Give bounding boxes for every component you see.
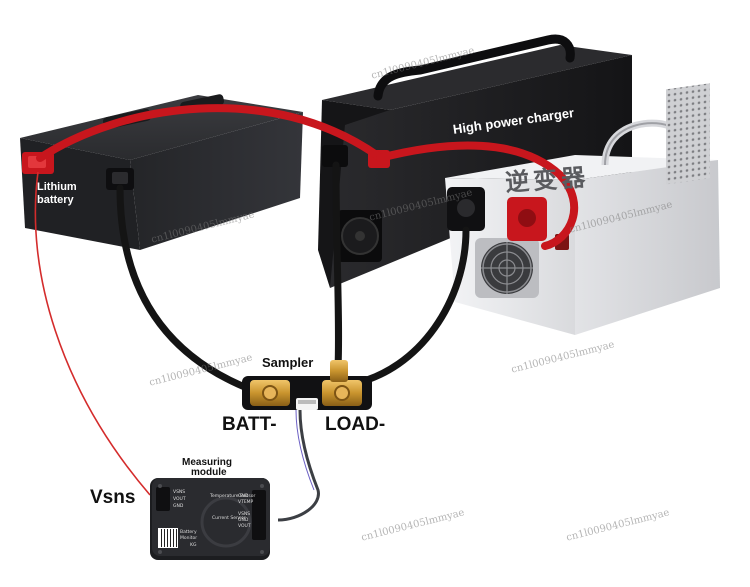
module-model-text: KG	[190, 543, 197, 548]
module-pin-vout-left: VOUT	[173, 497, 186, 502]
measuring-module	[150, 478, 270, 560]
module-pin-gnd-right-a: GND	[238, 494, 249, 499]
lithium-battery-label-line1: Lithium	[37, 181, 77, 193]
cables	[34, 104, 579, 522]
module-brand-line1: Battery	[180, 530, 197, 535]
module-pin-vsns-left: VSNS	[173, 490, 186, 495]
sampler-label: Sampler	[262, 355, 314, 370]
inverter-chinese-text: 逆变器	[504, 163, 591, 197]
module-current-sensor-text: Current Sensor	[212, 516, 246, 521]
inverter-fan	[475, 238, 539, 298]
module-pin-gnd-right-b: GND	[238, 518, 249, 523]
module-pin-vout-right: VOUT	[238, 524, 251, 529]
module-qr-code-icon	[158, 528, 178, 548]
module-pin-vtemp-right: VTEMP	[238, 500, 254, 505]
module-pin-gnd-left: GND	[173, 504, 184, 509]
lithium-battery-label-line2: battery	[37, 194, 74, 206]
measuring-module-label-line1: Measuring	[182, 457, 233, 468]
module-brand-line2: Monitor	[180, 536, 198, 541]
measuring-module-label-line2: module	[191, 467, 227, 478]
module-pin-vsns-right: VSNS	[238, 512, 251, 517]
charger-fan	[338, 210, 382, 262]
vsns-label: Vsns	[90, 487, 136, 508]
lithium-battery	[20, 94, 303, 250]
inverter	[445, 83, 720, 335]
batt-minus-label: BATT-	[222, 414, 277, 435]
module-temp-sensor-text: Temperature Sensor	[210, 494, 256, 499]
load-minus-label: LOAD-	[325, 414, 386, 435]
high-power-charger	[318, 34, 632, 288]
sampler-shunt	[242, 360, 372, 410]
